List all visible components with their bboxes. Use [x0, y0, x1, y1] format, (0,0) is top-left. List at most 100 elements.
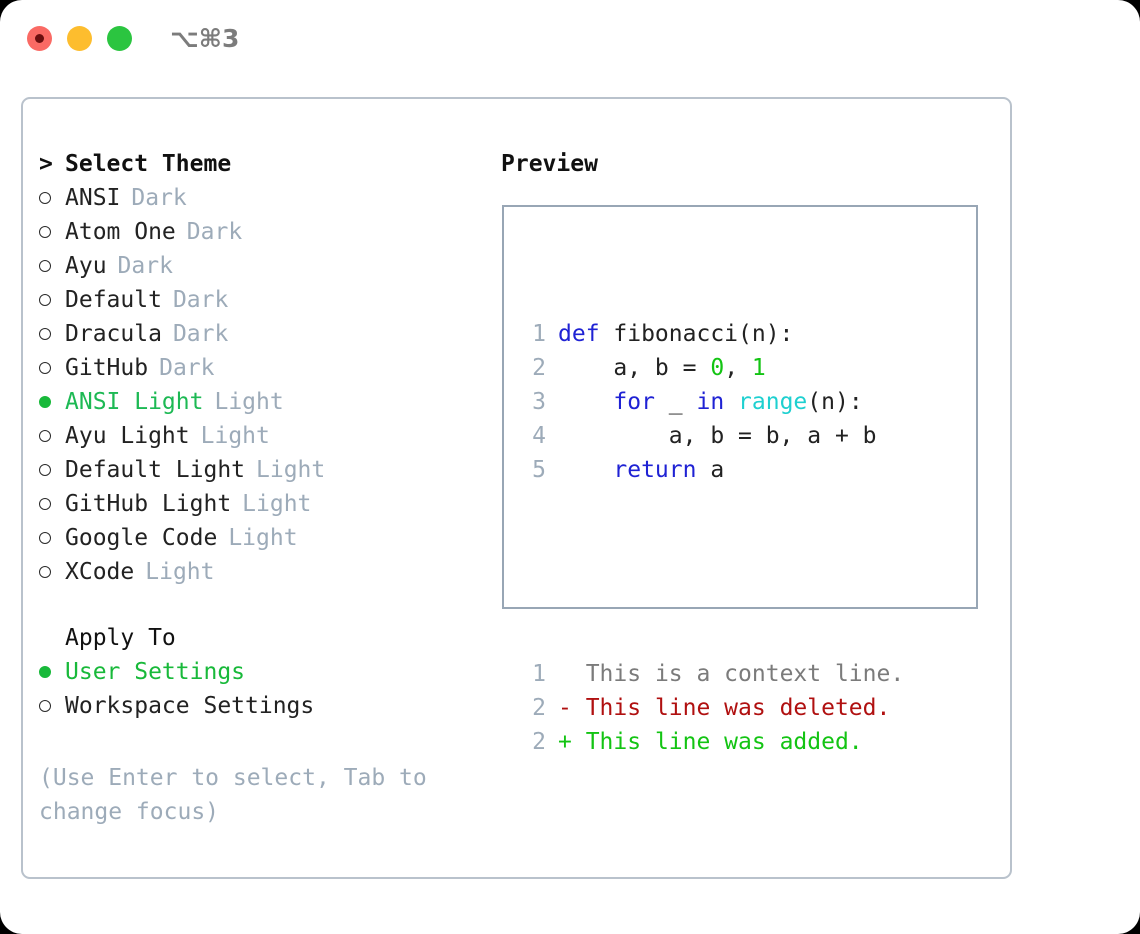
apply-to-option[interactable]: User Settings: [39, 655, 479, 689]
radio-unselected-icon: [39, 532, 65, 544]
radio-dot: [39, 498, 51, 510]
theme-option-tag: Dark: [117, 253, 173, 279]
radio-dot: [39, 362, 51, 374]
diff-sign: +: [558, 729, 586, 755]
theme-option-tag: Light: [256, 457, 326, 483]
theme-option[interactable]: Google Code Light: [39, 521, 479, 555]
code-line-text: a, b = 0, 1: [558, 351, 765, 385]
code-token: a, b = b, a + b: [558, 423, 877, 449]
code-line: 4 a, b = b, a + b: [516, 419, 904, 453]
diff-sign: [558, 657, 586, 691]
theme-option[interactable]: ANSI Light Light: [39, 385, 479, 419]
theme-option-tag: Light: [228, 525, 298, 551]
radio-unselected-icon: [39, 192, 65, 204]
radio-unselected-icon: [39, 362, 65, 374]
radio-dot: [39, 328, 51, 340]
code-line: 2 a, b = 0, 1: [516, 351, 904, 385]
radio-selected-icon: [39, 396, 65, 408]
theme-option-tag: Dark: [172, 321, 229, 347]
diff-sign: -: [558, 695, 586, 721]
theme-option-label: Dracula: [65, 321, 162, 347]
maximize-window-button[interactable]: [107, 26, 132, 51]
radio-dot: [39, 430, 51, 442]
diff-line-text: This line was deleted.: [585, 695, 891, 721]
code-token: ,: [724, 355, 752, 381]
theme-option-label: Default: [65, 287, 162, 313]
code-token: _: [654, 389, 697, 415]
radio-dot: [39, 464, 51, 476]
theme-option[interactable]: Ayu Light Light: [39, 419, 479, 453]
code-line-number: 3: [532, 389, 546, 415]
radio-unselected-icon: [39, 430, 65, 442]
theme-option-tag: Light: [200, 423, 270, 449]
theme-option-label: Google Code: [65, 525, 218, 551]
radio-dot: [39, 192, 51, 204]
theme-option[interactable]: Dracula Dark: [39, 317, 479, 351]
radio-dot: [39, 226, 51, 238]
theme-option-label: ANSI Light: [65, 389, 204, 415]
theme-option-tag: Light: [145, 559, 215, 585]
theme-option-tag: Dark: [131, 185, 187, 211]
radio-dot: [39, 666, 51, 678]
radio-unselected-icon: [39, 226, 65, 238]
theme-option-label: Ayu: [65, 253, 107, 279]
theme-option-tag: Light: [242, 491, 312, 517]
window-titlebar: ⌥⌘3: [0, 0, 1140, 78]
code-token: a: [696, 457, 725, 483]
code-line-number: 5: [532, 457, 546, 483]
diff-line-text: This line was added.: [585, 729, 863, 755]
apply-to-option-label: User Settings: [65, 659, 246, 685]
radio-unselected-icon: [39, 328, 65, 340]
code-token: [558, 389, 613, 415]
radio-dot: [39, 260, 51, 272]
theme-option-tag: Dark: [172, 287, 229, 313]
apply-to-header: Apply To: [65, 625, 176, 651]
theme-option-label: Ayu Light: [65, 423, 190, 449]
code-token: [724, 389, 738, 415]
code-token: a, b =: [558, 355, 711, 381]
radio-unselected-icon: [39, 498, 65, 510]
theme-option-tag: Dark: [159, 355, 215, 381]
minimize-window-button[interactable]: [67, 26, 92, 51]
code-token: fibonacci(n):: [599, 321, 794, 347]
select-theme-header: > Select Theme: [39, 147, 479, 181]
window-shortcut-label: ⌥⌘3: [170, 24, 240, 53]
radio-dot: [39, 700, 51, 712]
diff-line-number: 2: [532, 695, 546, 721]
code-diff-spacer: [516, 555, 904, 589]
close-window-button[interactable]: [27, 26, 52, 51]
radio-dot: [39, 532, 51, 544]
radio-unselected-icon: [39, 294, 65, 306]
code-line: 3 for _ in range(n):: [516, 385, 904, 419]
apply-to-option[interactable]: Workspace Settings: [39, 689, 479, 723]
diff-line: 2- This line was deleted.: [516, 691, 904, 725]
select-theme-title: Select Theme: [65, 151, 232, 177]
apply-to-option-label: Workspace Settings: [65, 693, 315, 719]
radio-dot: [39, 294, 51, 306]
diff-line: 1 This is a context line.: [516, 657, 904, 691]
theme-option[interactable]: Default Dark: [39, 283, 479, 317]
code-line-number: 4: [532, 423, 546, 449]
theme-option-tag: Light: [214, 389, 284, 415]
code-token: def: [558, 321, 600, 347]
code-token: [558, 457, 613, 483]
keyboard-hint-text: (Use Enter to select, Tab to change focu…: [39, 765, 427, 825]
code-line-text: for _ in range(n):: [558, 385, 862, 419]
cursor-marker-icon: >: [39, 151, 53, 177]
code-line: 5 return a: [516, 453, 904, 487]
theme-option[interactable]: Ayu Dark: [39, 249, 479, 283]
radio-unselected-icon: [39, 700, 65, 712]
radio-unselected-icon: [39, 566, 65, 578]
